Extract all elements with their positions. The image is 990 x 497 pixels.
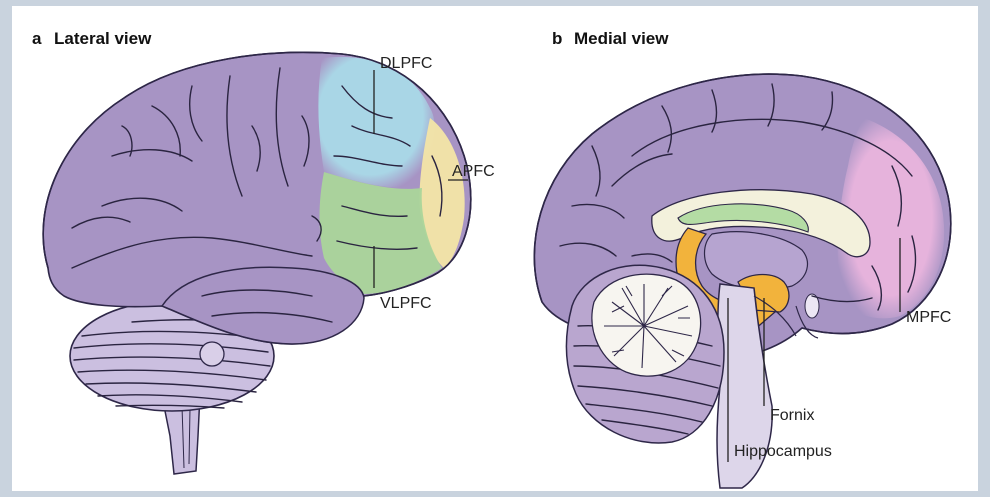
panel-a-letter: a (32, 29, 42, 48)
dlpfc-region (318, 57, 434, 188)
mpfc-label: MPFC (906, 309, 951, 326)
vlpfc-label: VLPFC (380, 295, 432, 312)
lateral-view-diagram: a Lateral view DLPFC APFC VLPFC (32, 29, 495, 474)
apfc-label: APFC (452, 163, 495, 180)
hippocampus-label: Hippocampus (734, 443, 832, 460)
fornix-label: Fornix (770, 407, 814, 424)
dlpfc-label: DLPFC (380, 55, 432, 72)
panel-a-title: Lateral view (54, 29, 152, 48)
brain-figure: a Lateral view DLPFC APFC VLPFC (12, 6, 978, 491)
medial-view-diagram: b Medial view MPFC Fornix Hippocampus (534, 29, 951, 488)
panel-b-letter: b (552, 29, 562, 48)
medial-cerebellum (566, 265, 724, 443)
panel-b-title: Medial view (574, 29, 669, 48)
figure-panel: a Lateral view DLPFC APFC VLPFC (12, 6, 978, 491)
